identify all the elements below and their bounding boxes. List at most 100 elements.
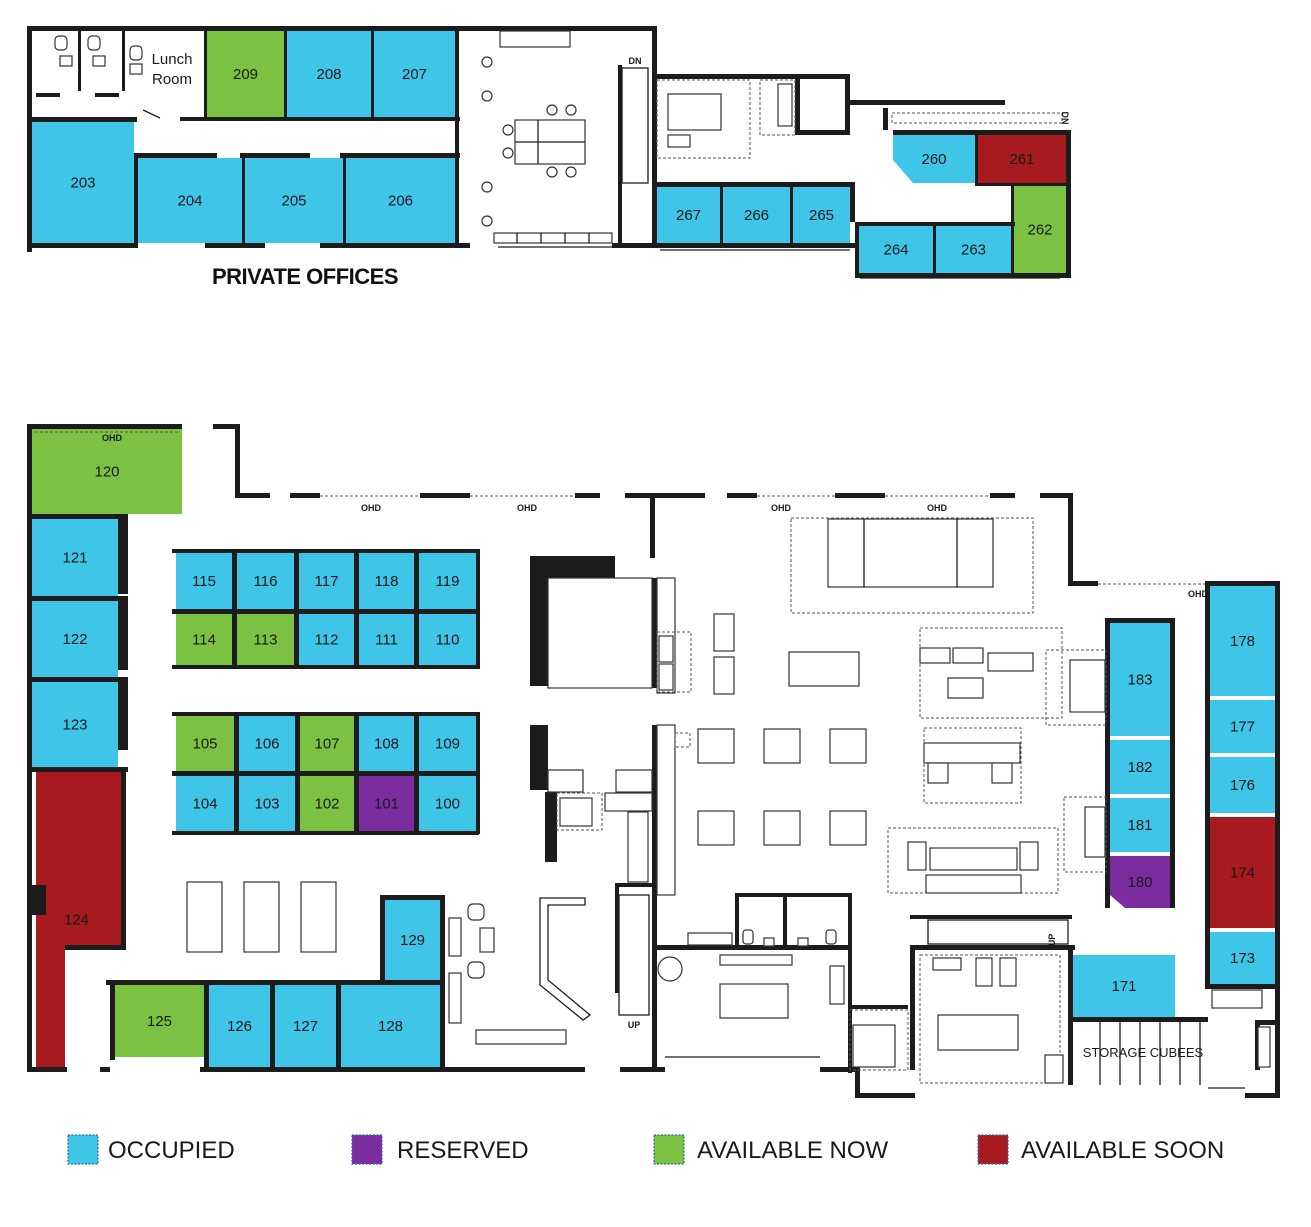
room-120[interactable] [32, 429, 182, 514]
room-112[interactable] [299, 614, 354, 665]
room-label-116: 116 [254, 573, 278, 590]
room-101[interactable] [359, 776, 414, 831]
legend-label-available-soon: AVAILABLE SOON [1021, 1137, 1224, 1164]
room-label-115: 115 [192, 573, 216, 590]
room-183[interactable] [1110, 623, 1170, 736]
room-108[interactable] [359, 716, 414, 771]
room-180[interactable] [1110, 856, 1170, 908]
room-115[interactable] [176, 553, 232, 609]
room-104[interactable] [176, 776, 234, 831]
room-label-128: 128 [378, 1018, 403, 1035]
stair-up-label-east: UP [1047, 934, 1057, 947]
room-label-122: 122 [62, 631, 87, 648]
room-118[interactable] [359, 553, 414, 609]
room-174[interactable] [1210, 817, 1275, 928]
room-121[interactable] [32, 519, 118, 596]
room-113[interactable] [237, 614, 294, 665]
room-125[interactable] [115, 985, 204, 1057]
room-110[interactable] [419, 614, 476, 665]
room-123[interactable] [32, 682, 118, 767]
room-label-173: 173 [1230, 950, 1255, 967]
room-label-180: 180 [1127, 874, 1152, 891]
room-label-181: 181 [1127, 817, 1152, 834]
room-109[interactable] [419, 716, 476, 771]
room-107[interactable] [300, 716, 354, 771]
room-173[interactable] [1210, 932, 1275, 984]
stair-dn-label-east: DN [1060, 112, 1070, 125]
room-126[interactable] [209, 985, 270, 1067]
ohd-label-5: OHD [1188, 589, 1209, 599]
room-266[interactable] [723, 187, 790, 243]
room-label-123: 123 [62, 717, 87, 734]
room-label-118: 118 [375, 573, 399, 590]
room-177[interactable] [1210, 700, 1275, 753]
room-label-261: 261 [1009, 151, 1034, 168]
room-182[interactable] [1110, 740, 1170, 794]
lunch-room-label-line2: Room [152, 71, 192, 88]
legend-label-available-now: AVAILABLE NOW [697, 1137, 889, 1164]
room-206[interactable] [346, 158, 455, 243]
room-label-112: 112 [315, 632, 339, 649]
room-label-267: 267 [676, 207, 701, 224]
room-262[interactable] [1014, 186, 1066, 273]
upper-floor-fixtures [54, 30, 1063, 279]
room-103[interactable] [239, 776, 295, 831]
room-label-263: 263 [961, 242, 986, 259]
room-105[interactable] [176, 716, 234, 771]
room-114[interactable] [176, 614, 232, 665]
room-106[interactable] [239, 716, 295, 771]
legend: OCCUPIED RESERVED AVAILABLE NOW AVAILABL… [67, 1134, 1224, 1165]
room-102[interactable] [300, 776, 354, 831]
room-265[interactable] [793, 187, 850, 243]
room-203[interactable] [32, 122, 134, 243]
room-128[interactable] [341, 985, 440, 1067]
room-260[interactable] [893, 135, 975, 183]
room-label-207: 207 [402, 66, 427, 83]
room-129[interactable] [385, 900, 440, 980]
room-208[interactable] [287, 31, 371, 117]
room-label-109: 109 [435, 736, 460, 753]
room-label-176: 176 [1230, 777, 1255, 794]
room-label-107: 107 [314, 736, 339, 753]
room-label-108: 108 [374, 736, 399, 753]
room-label-265: 265 [809, 207, 834, 224]
ohd-label-1: OHD [361, 503, 382, 513]
room-117[interactable] [299, 553, 354, 609]
ohd-label-3: OHD [771, 503, 792, 513]
room-label-104: 104 [192, 796, 217, 813]
room-label-262: 262 [1027, 222, 1052, 239]
room-178[interactable] [1210, 586, 1275, 696]
room-264[interactable] [859, 226, 933, 273]
room-label-103: 103 [254, 796, 279, 813]
room-209[interactable] [207, 31, 284, 117]
room-204[interactable] [138, 158, 242, 243]
room-label-182: 182 [1127, 759, 1152, 776]
room-124[interactable] [36, 772, 121, 1067]
room-label-124: 124 [64, 912, 89, 929]
legend-swatch-available-now [653, 1134, 685, 1165]
room-267[interactable] [657, 187, 720, 243]
room-label-178: 178 [1230, 633, 1255, 650]
room-label-204: 204 [177, 193, 202, 210]
room-label-100: 100 [435, 796, 460, 813]
room-label-120: 120 [94, 464, 119, 481]
room-111[interactable] [359, 614, 414, 665]
stair-upper [621, 67, 649, 184]
room-205[interactable] [245, 158, 343, 243]
room-181[interactable] [1110, 798, 1170, 852]
room-127[interactable] [275, 985, 336, 1067]
room-119[interactable] [419, 553, 476, 609]
ohd-label-120: OHD [102, 433, 123, 443]
room-261[interactable] [978, 135, 1066, 183]
room-116[interactable] [237, 553, 294, 609]
room-176[interactable] [1210, 757, 1275, 813]
room-207[interactable] [374, 31, 455, 117]
room-122[interactable] [32, 601, 118, 677]
lunch-room-label-line1: Lunch [152, 51, 193, 68]
room-label-101: 101 [374, 796, 399, 813]
room-100[interactable] [419, 776, 476, 831]
room-label-114: 114 [192, 632, 216, 649]
room-263[interactable] [936, 226, 1011, 273]
room-171[interactable] [1073, 955, 1175, 1017]
